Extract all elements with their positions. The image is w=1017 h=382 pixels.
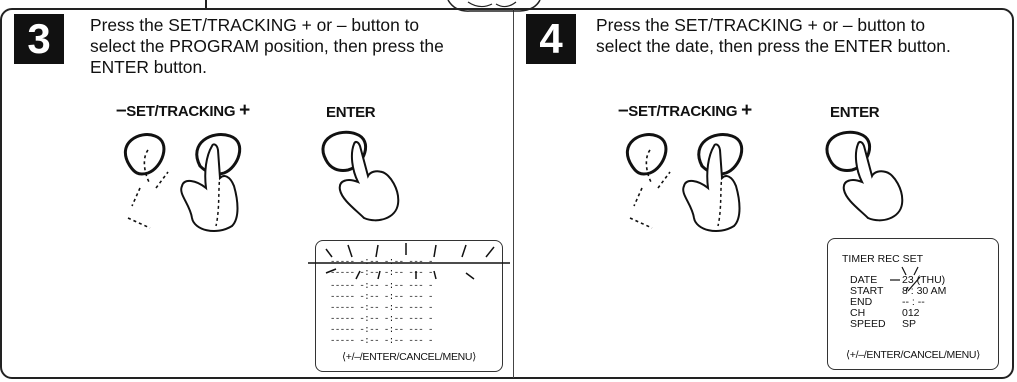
plus-sign: + [239,100,250,121]
step-4-enter-button[interactable] [822,128,922,228]
step-4-number: 4 [526,14,576,64]
minus-sign: – [618,100,628,121]
set-tracking-text: SET/TRACKING [628,103,737,120]
step-4-enter-label: ENTER [830,104,879,121]
step-3-instruction: Press the SET/TRACKING + or – button to … [90,15,510,78]
step-4-set-tracking-buttons[interactable] [622,128,772,238]
hand-icon [181,144,237,231]
step-3-enter-button[interactable] [318,128,418,228]
set-tracking-text: SET/TRACKING [126,103,235,120]
speed-value: SP [902,319,916,330]
hand-icon [683,144,739,231]
step-4-line-1: Press the SET/TRACKING + or – button to [596,15,925,35]
step-4-osd-footer: ⟨+/–/ENTER/CANCEL/MENU⟩ [828,349,998,361]
step-4-instruction: Press the SET/TRACKING + or – button to … [596,15,1011,57]
program-row-7: ----- -:-- -:-- --- - [330,325,433,335]
minus-sign: – [116,100,126,121]
step-3-line-2: select the PROGRAM position, then press … [90,36,444,56]
step-3-number: 3 [14,14,64,64]
step-3-line-1: Press the SET/TRACKING + or – button to [90,15,419,35]
program-row-1: ----- -:-- -:-- --- - [330,257,433,267]
program-row-3: ----- -:-- -:-- --- - [330,281,433,291]
hand-icon [844,142,903,220]
plus-sign: + [741,100,752,121]
step-3-set-tracking-label: –SET/TRACKING + [116,100,250,122]
step-3-enter-label: ENTER [326,104,375,121]
program-row-2: ----- -:-- -:-- --- - [330,268,433,278]
step-4-set-tracking-label: –SET/TRACKING + [618,100,752,122]
step-3-program-screen: ----- -:-- -:-- --- - ----- -:-- -:-- --… [315,240,503,372]
speed-label: SPEED [850,319,902,330]
program-row-5: ----- -:-- -:-- --- - [330,303,433,313]
program-row-8: ----- -:-- -:-- --- - [330,336,433,346]
step-3-line-3: ENTER button. [90,57,207,77]
step-3-set-tracking-buttons[interactable] [120,128,270,238]
program-row-6: ----- -:-- -:-- --- - [330,314,433,324]
step-3-osd-footer: ⟨+/–/ENTER/CANCEL/MENU⟩ [316,351,502,363]
step-4-line-2: select the date, then press the ENTER bu… [596,36,951,56]
hand-icon [340,142,399,220]
top-decoration [0,0,1017,12]
program-row-4: ----- -:-- -:-- --- - [330,292,433,302]
panel-divider [513,9,514,378]
